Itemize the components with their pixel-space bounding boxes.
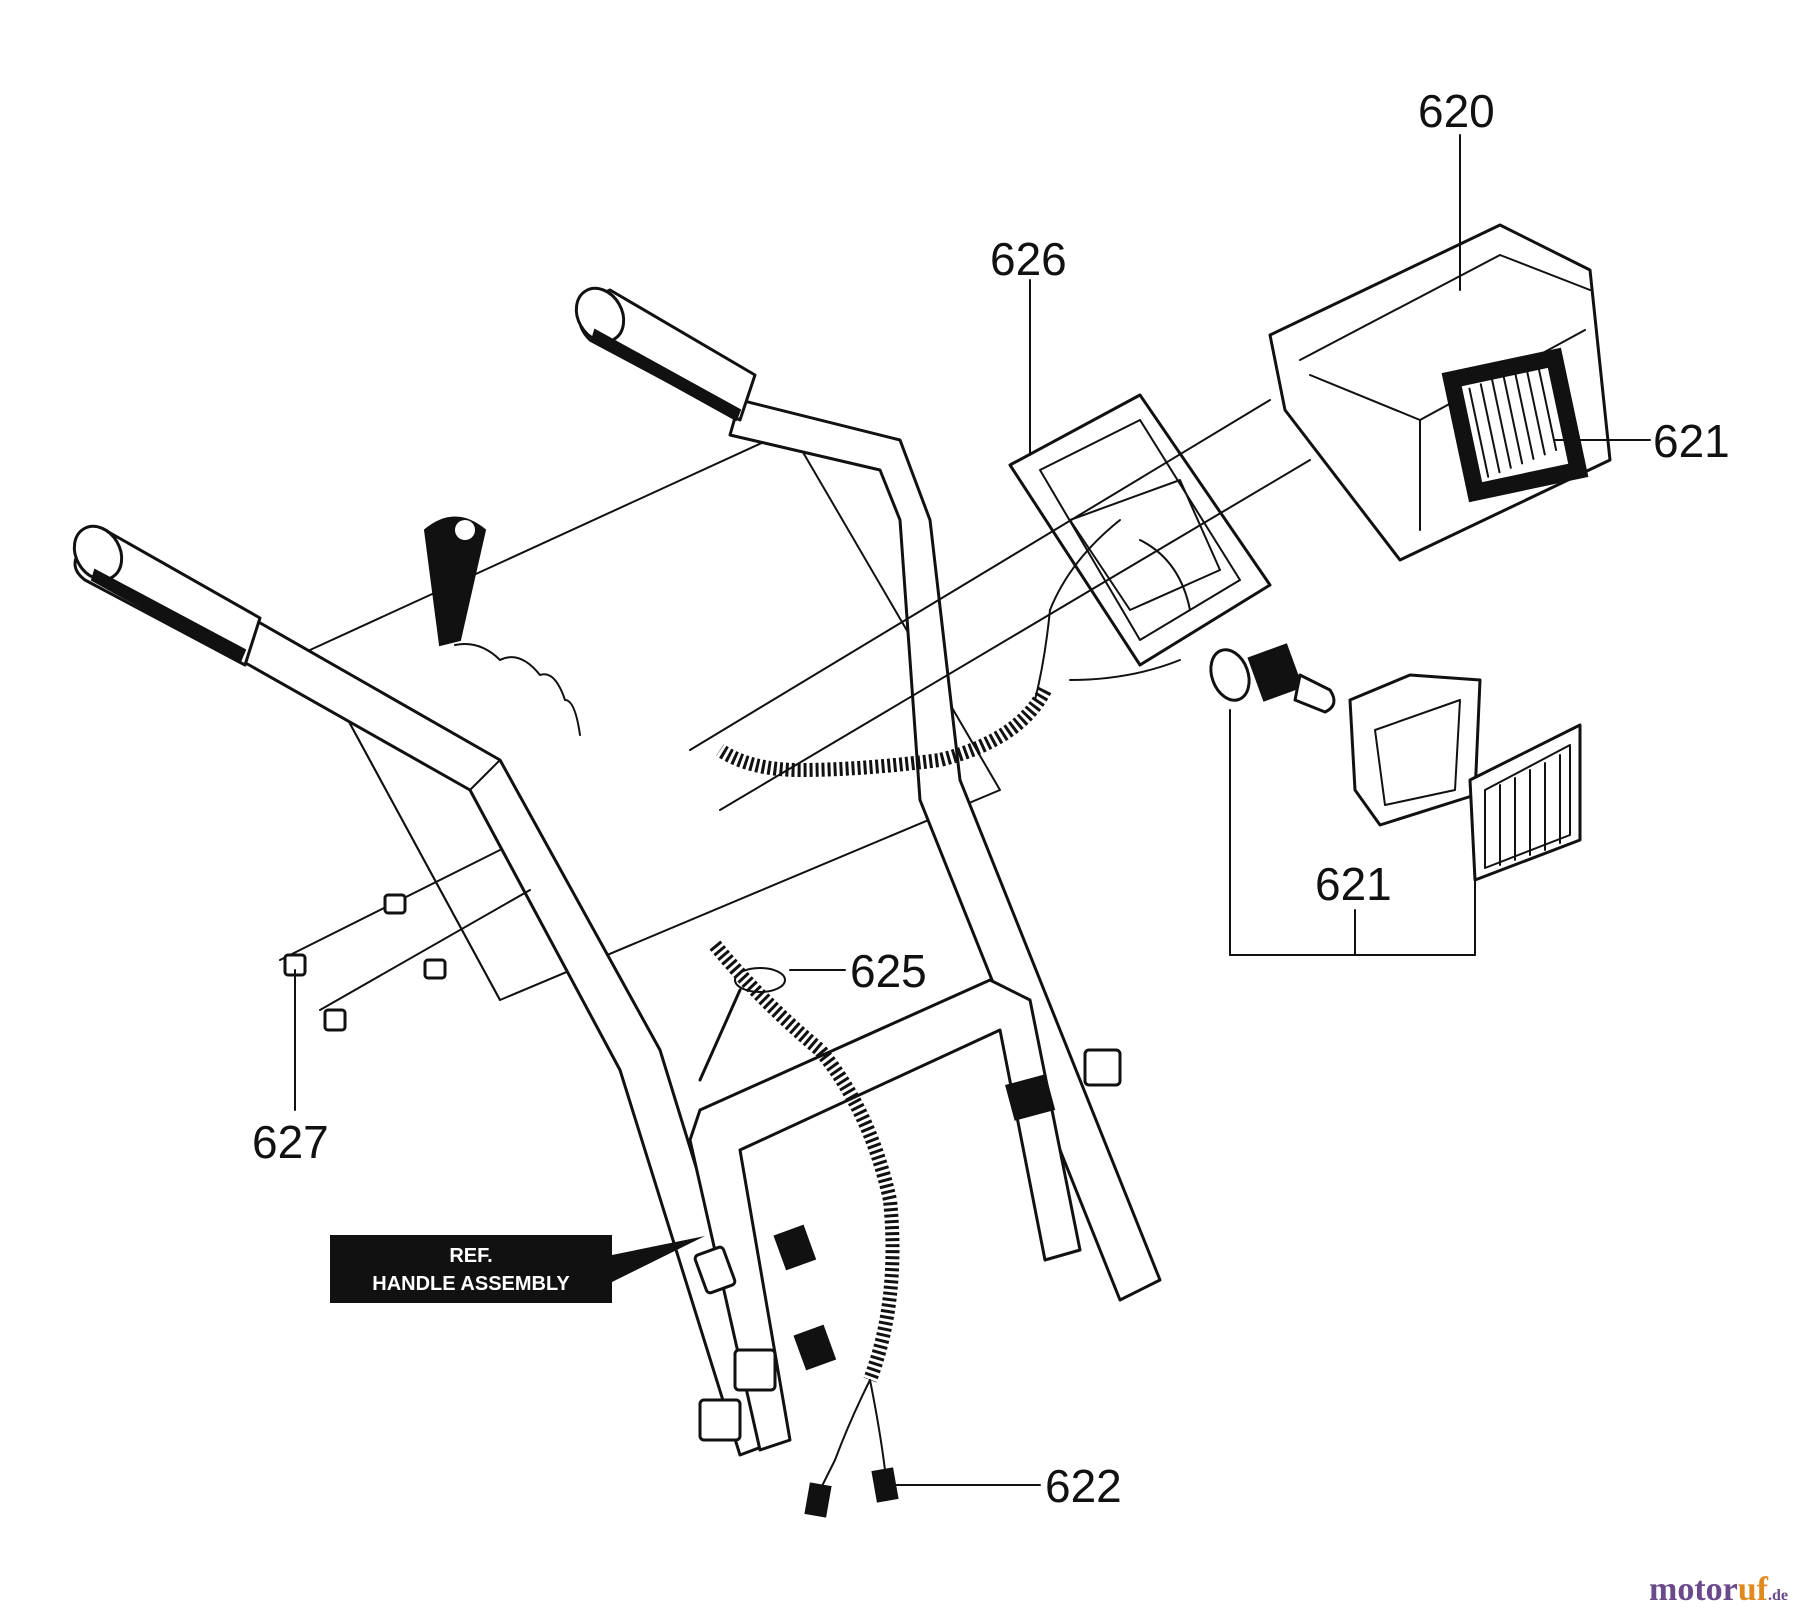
callout-621-group: 621 — [1315, 858, 1392, 910]
shift-lever — [423, 516, 581, 736]
callout-620: 620 — [1418, 85, 1495, 137]
callout-625: 625 — [850, 945, 927, 997]
leader-lines — [294, 134, 1651, 1486]
ref-handle-assembly-label: REF. HANDLE ASSEMBLY — [330, 1235, 705, 1303]
headlight-bracket — [1008, 393, 1272, 667]
callout-621-lens: 621 — [1653, 415, 1730, 467]
ref-line2: HANDLE ASSEMBLY — [372, 1273, 570, 1295]
headlight-reflector — [1348, 673, 1482, 827]
headlight-housing — [1268, 223, 1612, 562]
watermark-accent: uf — [1737, 1571, 1768, 1608]
wire-harness-lower — [709, 940, 900, 1518]
watermark-suffix: .de — [1768, 1587, 1788, 1604]
callout-622: 622 — [1045, 1460, 1122, 1512]
headlight-lens — [1468, 723, 1582, 882]
handle-crossbar — [688, 978, 1082, 1452]
watermark-main: motor — [1649, 1571, 1738, 1608]
handle-left-arm — [203, 598, 782, 1457]
watermark-logo: motoruf.de — [1649, 1571, 1788, 1609]
assembly-guide-lines — [279, 399, 1311, 1011]
callout-626: 626 — [990, 233, 1067, 285]
right-grip — [574, 286, 757, 422]
left-grip — [72, 524, 262, 667]
handle-right-arm — [728, 398, 1162, 1302]
headlight-bulb-socket — [1209, 643, 1336, 714]
callout-627: 627 — [252, 1116, 329, 1168]
mounting-bolts — [693, 1048, 1122, 1442]
ref-line1: REF. — [449, 1245, 492, 1267]
headlight-lens-grille — [1459, 360, 1571, 485]
cable-tie — [698, 967, 786, 1082]
wire-harness-coil — [716, 519, 1191, 778]
screws — [283, 893, 447, 1032]
